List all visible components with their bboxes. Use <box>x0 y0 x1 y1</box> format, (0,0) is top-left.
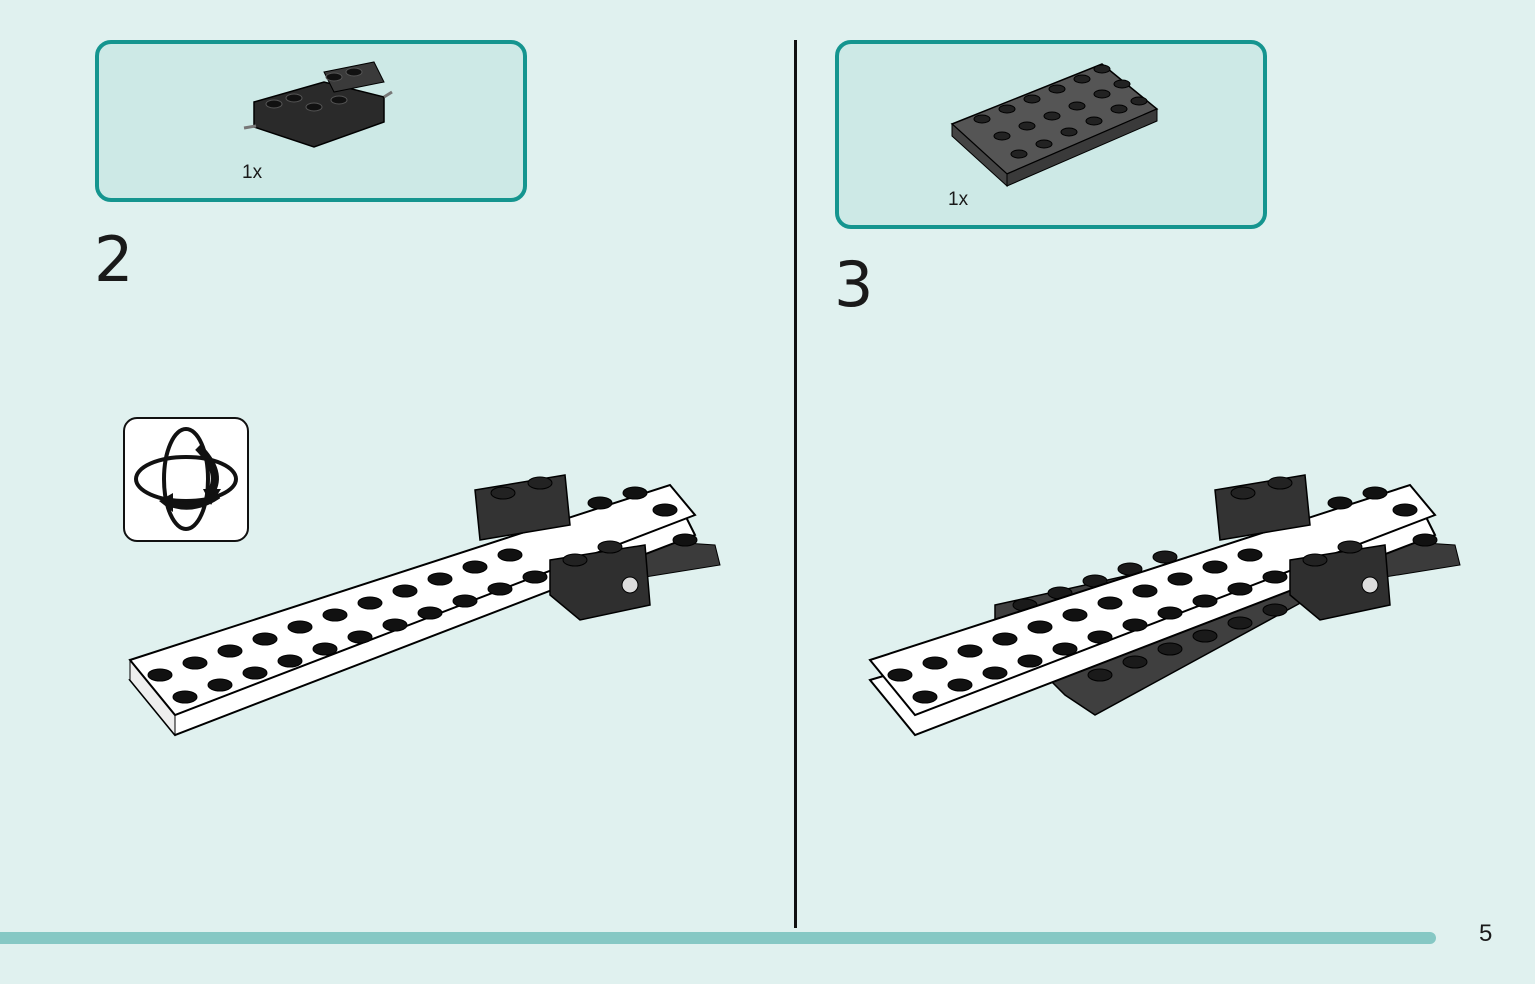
footer-progress-bar <box>0 932 1436 944</box>
black-brick-with-pins-icon <box>243 61 393 148</box>
dark-gray-plate-4x6-icon <box>950 63 1159 188</box>
page-divider <box>794 40 797 928</box>
step-3-parts-box: 1x <box>835 40 1267 229</box>
step-3-part-quantity: 1x <box>948 189 969 210</box>
rotate-model-icon <box>123 417 249 542</box>
page-number: 5 <box>1479 920 1493 947</box>
step-2-model-illustration <box>128 474 721 737</box>
step-3-number: 3 <box>834 248 874 321</box>
step-2-number: 2 <box>94 223 134 296</box>
step-2-parts-box: 1x <box>95 40 527 202</box>
step-3-model-illustration <box>868 474 1461 737</box>
step-2-part-quantity: 1x <box>242 162 263 183</box>
